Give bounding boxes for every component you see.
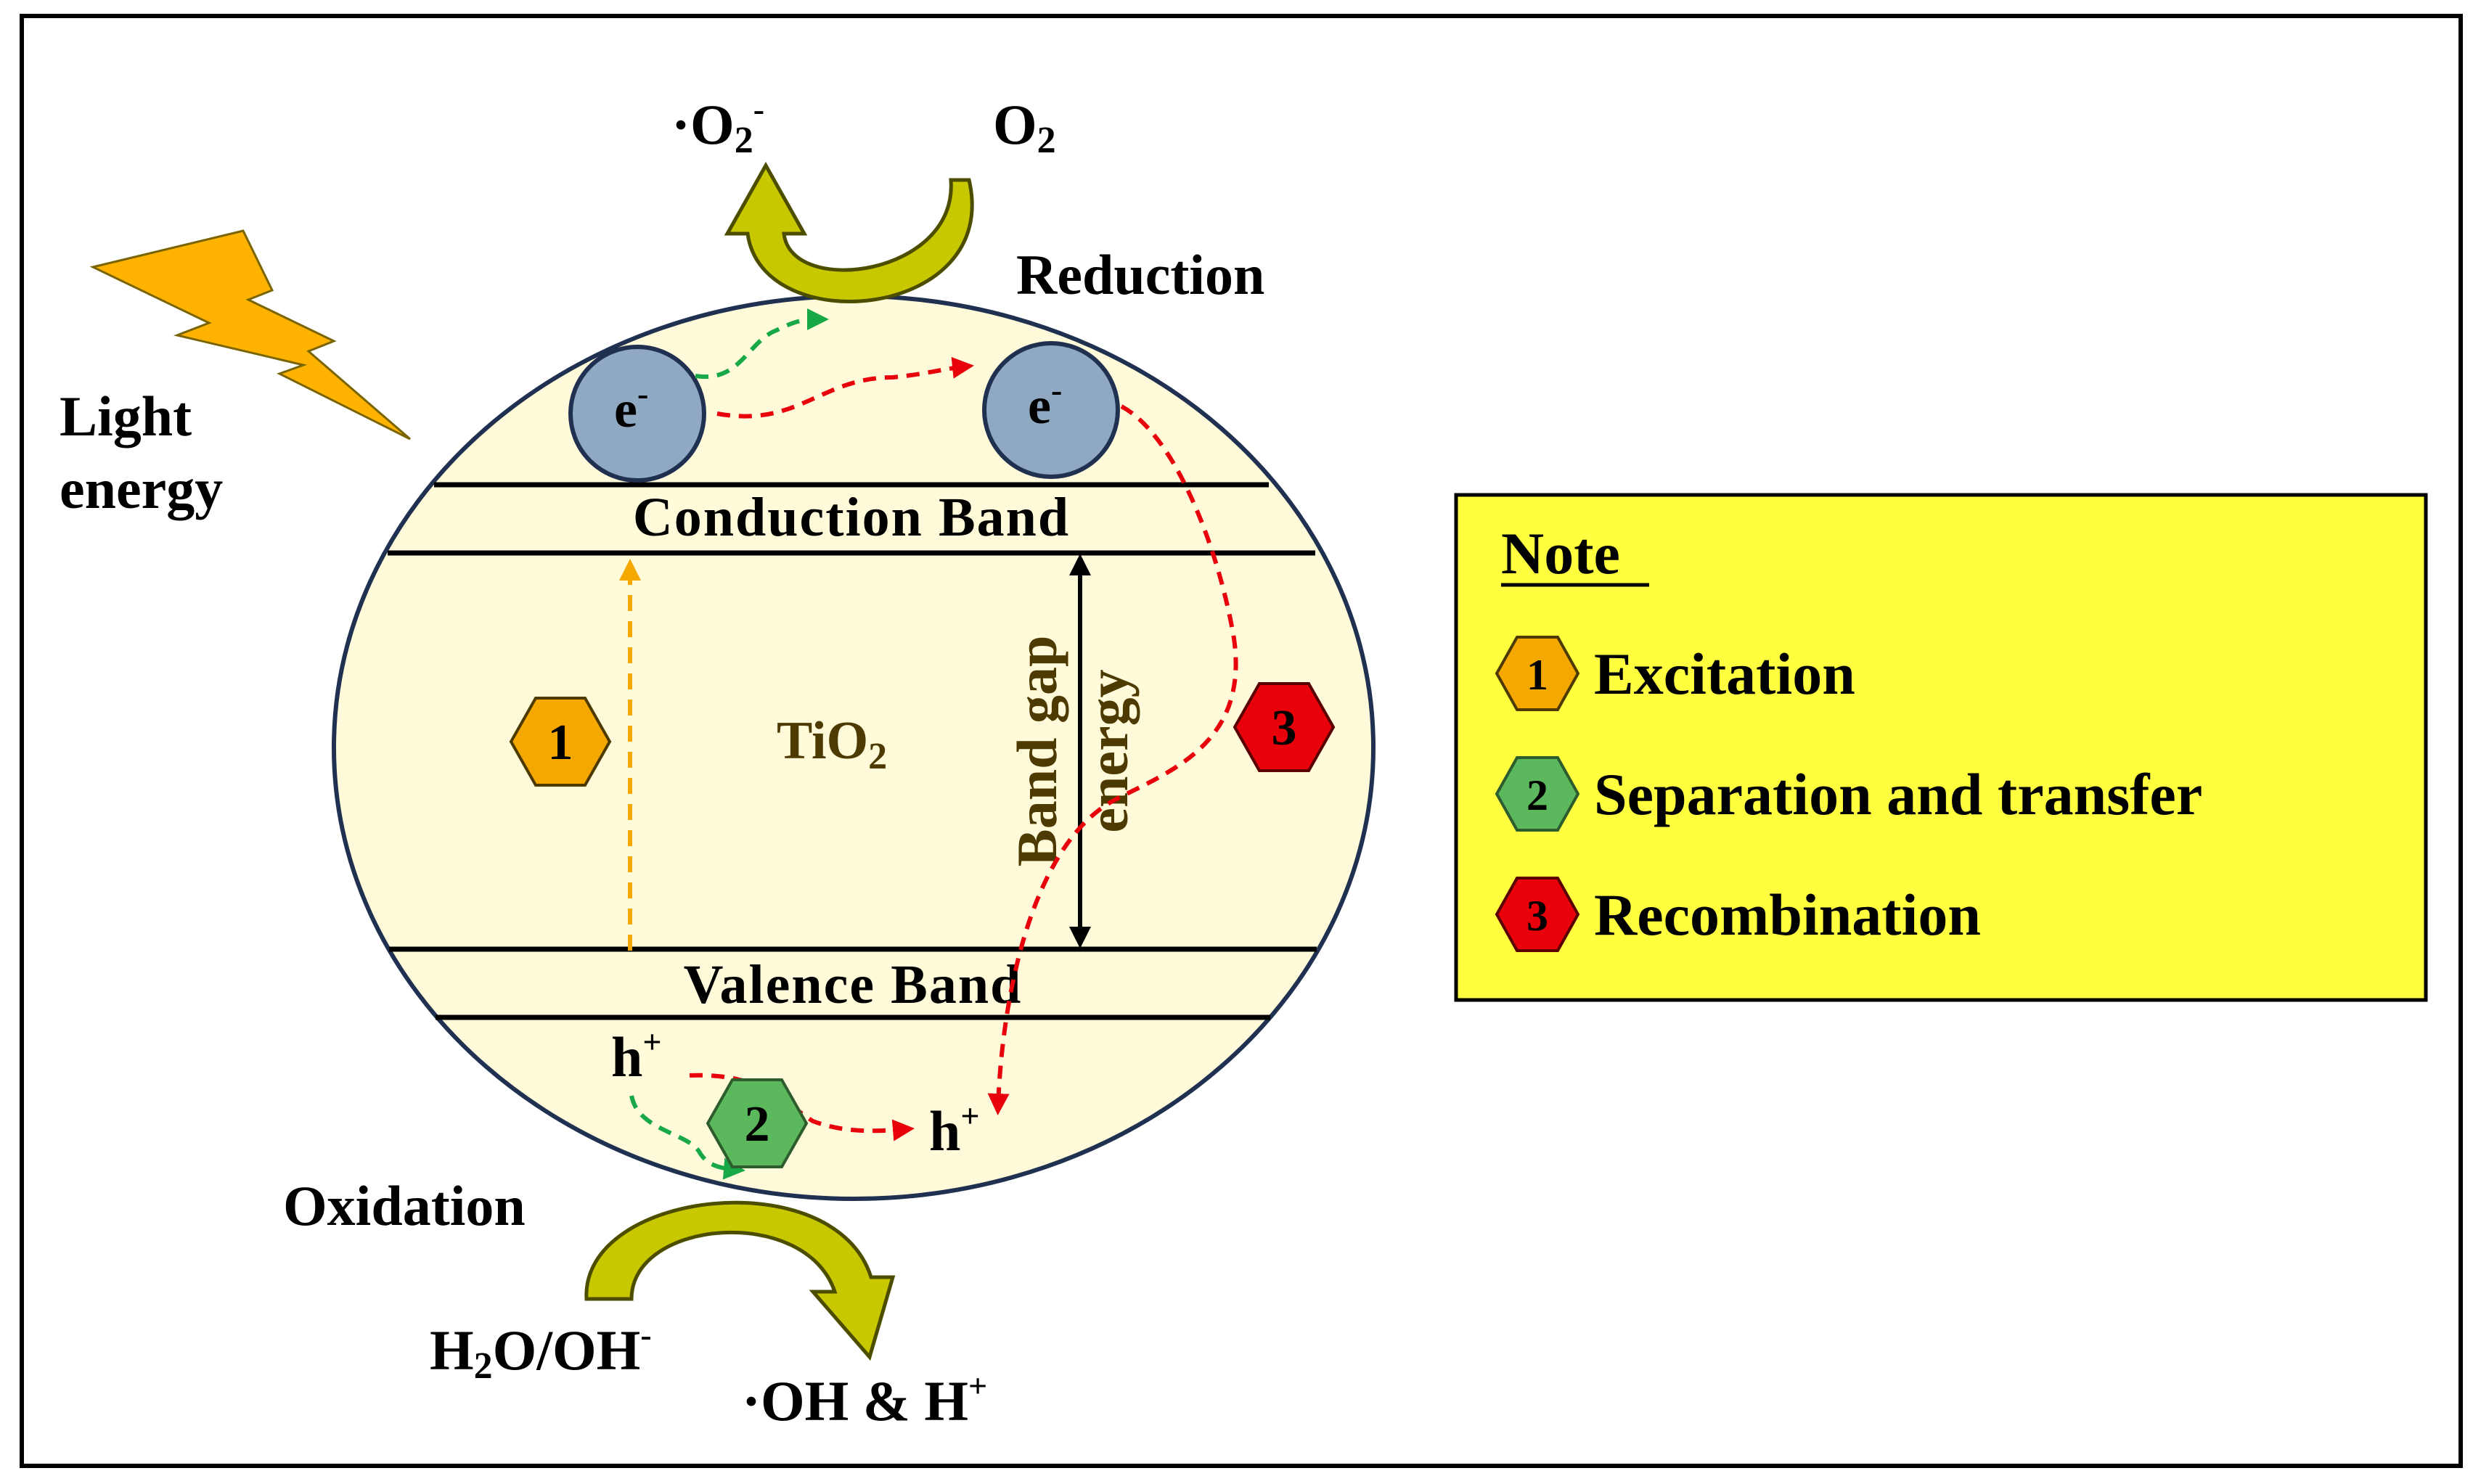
step-marker-2: 2 — [706, 1078, 809, 1168]
light-energy-line2: energy — [60, 457, 223, 520]
svg-text:3: 3 — [1526, 892, 1548, 940]
svg-text:1: 1 — [1526, 651, 1548, 699]
valence-band-label: Valence Band — [684, 954, 1023, 1015]
hole-1: h+ — [611, 1023, 662, 1089]
svg-text:3: 3 — [1272, 700, 1297, 756]
band-gap-line1: Band gap — [1005, 636, 1068, 867]
recombination-hexagon-icon — [1495, 877, 1580, 952]
lightning-bolt-icon — [89, 229, 411, 440]
oxidation-arc-arrow — [584, 1200, 896, 1361]
conduction-band-label: Conduction Band — [633, 487, 1070, 548]
legend-label-excitation: Excitation — [1594, 641, 1855, 707]
light-energy-line1: Light — [60, 385, 192, 448]
tio2-label: TiO2 — [777, 711, 887, 777]
step-marker-3: 3 — [1233, 682, 1336, 772]
hole-transfer-arrow — [629, 1095, 745, 1180]
electron-2: e- — [982, 341, 1120, 479]
oxygen-label: O2 — [993, 93, 1056, 161]
reduction-arc-arrow — [724, 161, 974, 303]
oxidation-label: Oxidation — [283, 1174, 526, 1237]
note-title: Note — [1501, 520, 1620, 586]
note-legend: Note 1 Excitation 2 Separation and trans… — [1454, 493, 2428, 1002]
legend-item-excitation: 1 Excitation — [1495, 636, 1855, 711]
separation-hexagon-icon — [1495, 756, 1580, 832]
legend-item-separation: 2 Separation and transfer — [1495, 756, 2202, 832]
step-marker-1: 1 — [509, 697, 612, 787]
svg-text:2: 2 — [745, 1096, 770, 1152]
band-gap-label: Band gap energy — [1005, 636, 1140, 867]
hydroxyl-label: ·OH & H+ — [742, 1367, 987, 1432]
water-label: H2O/OH- — [430, 1316, 652, 1387]
svg-text:2: 2 — [1526, 771, 1548, 819]
note-background — [1454, 493, 2428, 1002]
recombination-arrow — [987, 404, 1238, 1115]
electron-1: e- — [568, 345, 706, 483]
band-gap-line2: energy — [1076, 669, 1140, 832]
legend-label-recombination: Recombination — [1594, 882, 1981, 948]
outer-frame — [20, 14, 2463, 1468]
legend-item-recombination: 3 Recombination — [1495, 877, 1981, 952]
legend-label-separation: Separation and transfer — [1594, 761, 2202, 827]
superoxide-label: ·O2- — [671, 91, 764, 161]
svg-text:e-: e- — [614, 375, 648, 438]
svg-text:e-: e- — [1028, 372, 1062, 435]
hole-2: h+ — [929, 1097, 980, 1163]
electron-migration-arrow — [716, 356, 974, 419]
electron-transfer-arrow — [695, 308, 829, 380]
svg-text:1: 1 — [548, 715, 573, 771]
excitation-hexagon-icon — [1495, 636, 1580, 711]
reduction-label: Reduction — [1016, 243, 1264, 306]
